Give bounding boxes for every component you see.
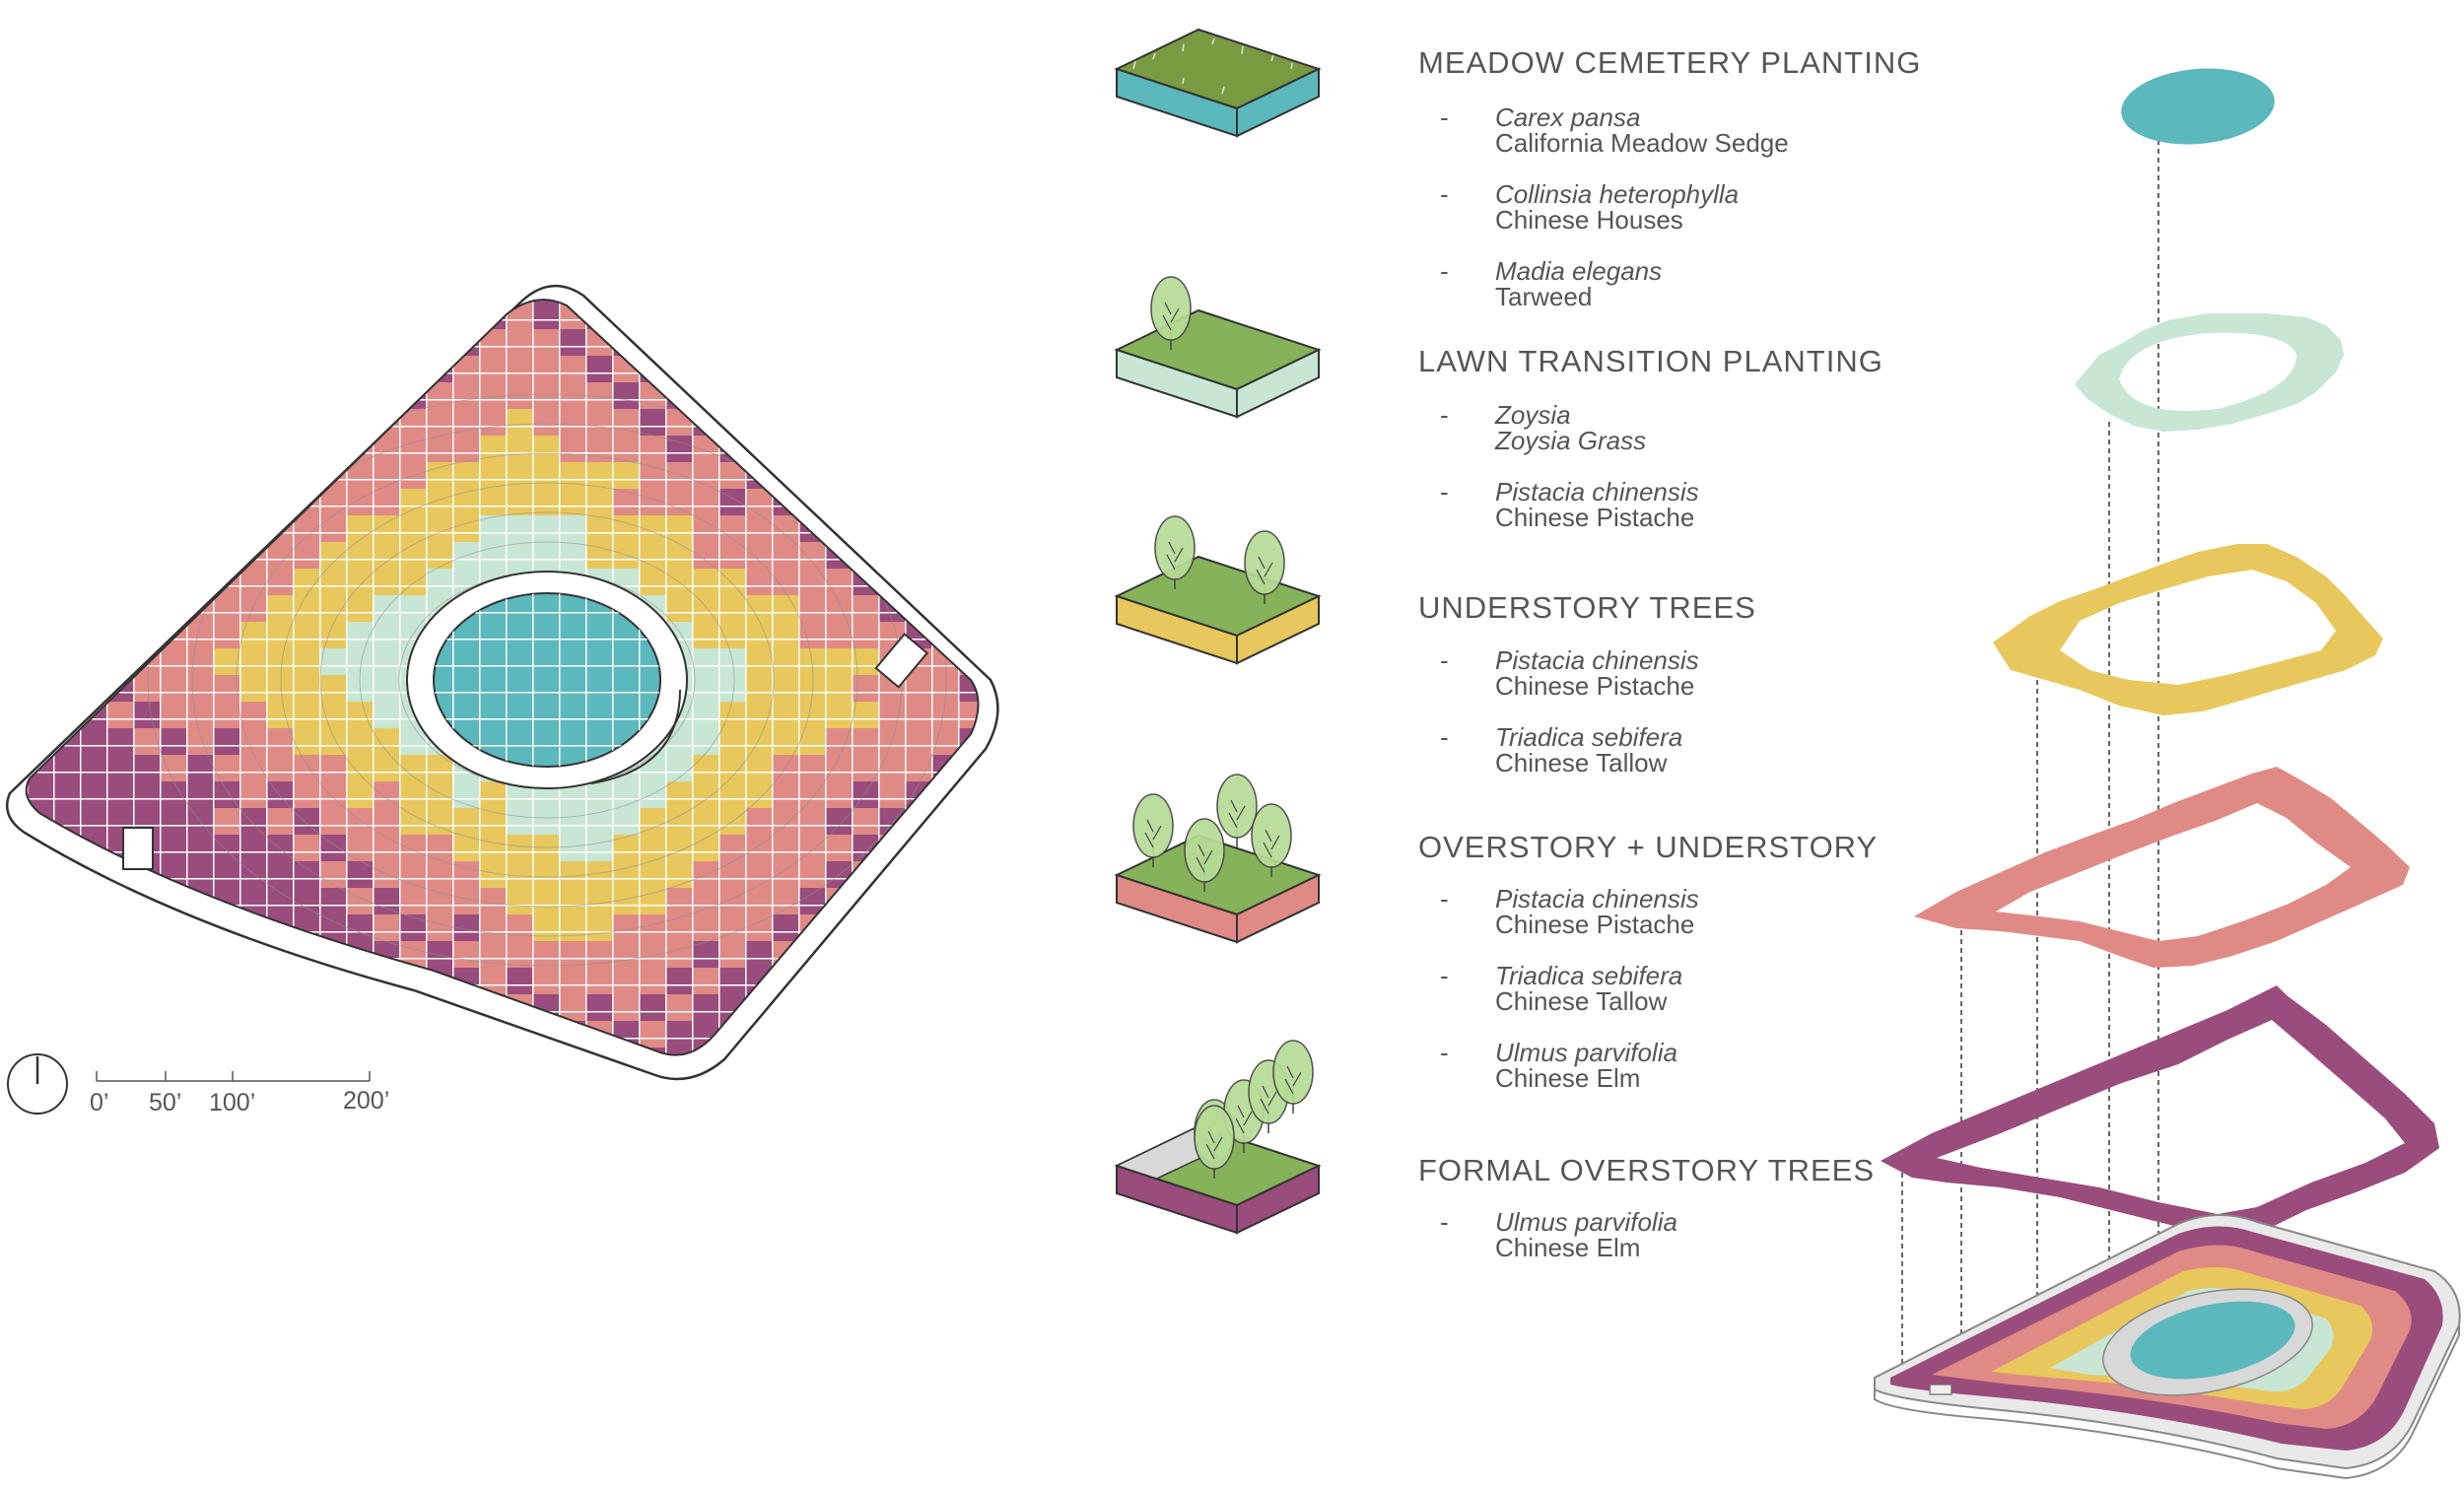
layer-understory [1993,544,2383,715]
layer-site-base [1874,1214,2461,1480]
layer-over-under [1914,767,2410,968]
site-plan [5,284,999,1115]
layer-meadow [2121,68,2275,145]
over-under-block-icon [1114,774,1322,944]
lawn-block-icon [1114,276,1322,419]
layer-lawn [2075,313,2344,432]
entry-notch [122,827,154,870]
formal-block-icon [1114,1040,1322,1235]
north-arrow-icon [7,1053,68,1115]
layer-formal [1881,985,2439,1240]
scale-bar [96,1071,371,1082]
scale-label: 0’ [90,1089,109,1116]
zone-icons [1114,28,1322,1235]
understory-block-icon [1114,515,1322,665]
scale-label: 200’ [343,1087,390,1115]
scale-label: 50’ [149,1089,182,1116]
scale-label: 100’ [209,1089,256,1116]
meadow-block-icon [1114,28,1322,138]
entry-notch [874,633,929,689]
